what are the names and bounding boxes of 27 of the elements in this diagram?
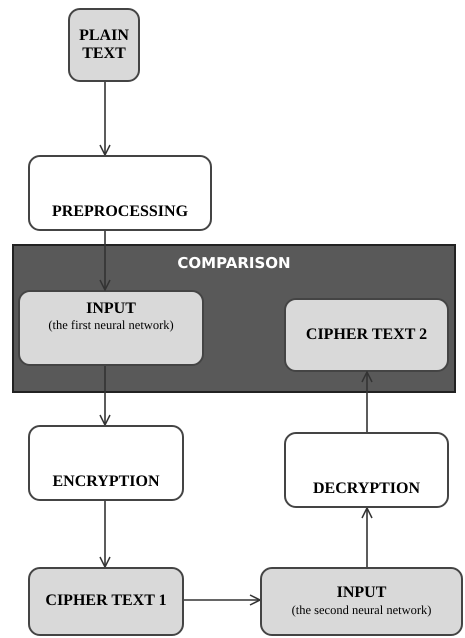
box-label: INPUT xyxy=(336,584,388,603)
comparison-panel xyxy=(12,244,456,393)
box-label: PREPROCESSING xyxy=(50,202,190,221)
box-label: DECRYPTION xyxy=(312,480,421,498)
process-box xyxy=(28,155,212,231)
process-box xyxy=(18,290,204,366)
process-box xyxy=(68,8,140,82)
panel-heading: COMPARISON xyxy=(177,254,291,273)
arrow xyxy=(99,501,111,568)
arrow xyxy=(99,366,111,426)
box-label: ENCRYPTION xyxy=(52,472,160,491)
arrow xyxy=(361,507,373,567)
process-box xyxy=(28,567,184,636)
box-label: INPUT xyxy=(85,300,137,318)
box-label: CIPHER TEXT 1 xyxy=(44,592,168,611)
box-sublabel: (the first neural network) xyxy=(48,318,174,334)
arrow xyxy=(361,371,373,432)
process-box xyxy=(284,432,449,508)
process-box xyxy=(284,298,449,372)
arrow xyxy=(99,82,111,156)
arrow xyxy=(99,231,111,291)
box-label: CIPHER TEXT 2 xyxy=(304,326,428,344)
box-sublabel: (the second neural network) xyxy=(292,602,432,618)
process-box xyxy=(28,425,184,501)
process-box xyxy=(260,567,463,636)
arrow xyxy=(184,594,261,606)
box-label: PLAIN TEXT xyxy=(78,26,130,64)
